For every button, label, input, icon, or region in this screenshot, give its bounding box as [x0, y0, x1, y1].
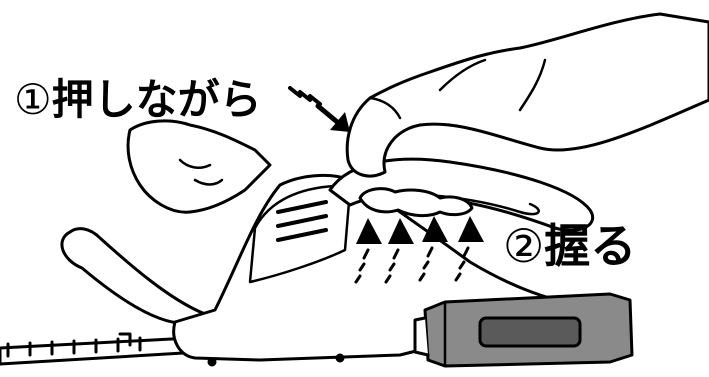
- push-arrow-icon: [290, 88, 350, 132]
- step2-number: ②: [503, 219, 544, 273]
- step1-number: ①: [14, 75, 52, 124]
- step2-text: 握る: [544, 219, 636, 273]
- step1-label: ①押しながら: [14, 79, 262, 121]
- blade-bar: [0, 334, 200, 364]
- battery-icon: [415, 294, 632, 366]
- hand-guard: [62, 229, 205, 324]
- step2-label: ②握る: [503, 223, 636, 269]
- step1-text: 押しながら: [52, 75, 262, 124]
- hand-icon: [347, 14, 709, 176]
